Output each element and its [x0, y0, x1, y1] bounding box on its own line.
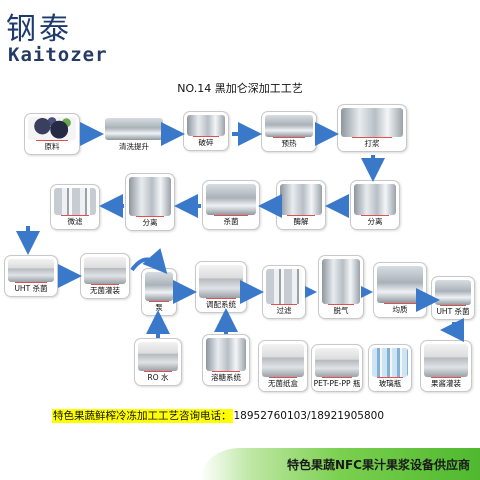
separator-image [354, 184, 396, 215]
node-label: 无菌纸盒 [268, 379, 298, 388]
node-aseptic-filling: 无菌灌装 [80, 253, 130, 299]
node-label: 分离 [142, 218, 158, 227]
node-label: UHT 杀菌 [436, 307, 470, 316]
supplier-banner-text: 特色果蔬NFC果汁果浆设备供应商 [286, 458, 470, 472]
node-label: 微滤 [67, 217, 83, 226]
node-label: 果酱灌装 [431, 379, 461, 388]
node-label: 泵 [155, 303, 163, 312]
node-aseptic-carton: 无菌纸盒 [258, 340, 308, 392]
glass-bottle-image [372, 348, 408, 377]
node-label: UHT 杀菌 [14, 284, 48, 293]
node-ro-water: RO 水 [134, 338, 182, 386]
pump-image [145, 272, 173, 301]
supplier-banner: 特色果蔬NFC果汁果浆设备供应商 [200, 448, 480, 480]
node-enzymolysis: 酶解 [276, 180, 326, 230]
node-label: 无菌灌装 [90, 286, 120, 295]
node-preheat: 预热 [261, 111, 317, 152]
homogenizer-image [377, 266, 423, 303]
node-glass-bottle: 玻璃瓶 [368, 344, 412, 392]
node-label: 过滤 [276, 306, 292, 315]
node-wash-lift: 清洗提升 [102, 118, 166, 154]
blending-image [199, 265, 243, 298]
arrow-uht2-to-fillers [440, 318, 464, 342]
node-label: 清洗提升 [119, 142, 149, 151]
hotline-phone: 18952760103/18921905800 [233, 410, 385, 422]
node-pet-pe-pp-bottle: PET-PE-PP 瓶 [311, 344, 363, 392]
node-label: 预热 [281, 139, 297, 148]
node-pump: 泵 [141, 268, 177, 316]
node-label: 杀菌 [223, 217, 239, 226]
aseptic-filler-image [84, 257, 126, 284]
pulper-image [341, 108, 403, 137]
node-filtration: 过滤 [262, 265, 306, 319]
node-label: RO 水 [147, 373, 169, 382]
node-label: 脱气 [333, 306, 349, 315]
node-blending-system: 调配系统 [195, 261, 247, 313]
node-crush: 破碎 [183, 111, 229, 151]
crusher-image [187, 115, 225, 136]
carton-filler-image [262, 344, 304, 377]
sugar-system-image [206, 338, 246, 371]
node-label: 玻璃瓶 [378, 379, 402, 388]
uht-image [435, 280, 471, 305]
node-pulping: 打浆 [337, 104, 407, 152]
consult-hotline: 特色果蔬鲜榨冷冻加工工艺咨询电话：18952760103/18921905800 [52, 408, 384, 423]
node-separation-2: 分离 [125, 173, 175, 231]
node-sugar-dissolving: 溶糖系统 [202, 334, 250, 386]
node-homogenization: 均质 [373, 262, 427, 318]
separator-image [129, 177, 171, 216]
node-label: 溶糖系统 [211, 373, 241, 382]
filter-image [266, 269, 302, 304]
node-label: 破碎 [198, 138, 214, 147]
node-label: 打浆 [364, 139, 380, 148]
preheater-image [265, 115, 313, 137]
node-jam-filling: 果酱灌装 [420, 340, 472, 392]
washer-image [105, 118, 163, 140]
brand-chinese-logo: 钢泰 [6, 12, 72, 47]
hotline-label: 特色果蔬鲜榨冷冻加工工艺咨询电话： [52, 409, 233, 423]
ro-water-image [138, 342, 178, 371]
node-separation-1: 分离 [350, 180, 400, 230]
microfilter-image [54, 188, 96, 215]
node-microfiltration: 微滤 [50, 184, 100, 230]
blackcurrant-image [28, 117, 76, 140]
deaerator-image [322, 259, 360, 304]
node-uht-sterilization-2: UHT 杀菌 [431, 276, 475, 320]
jam-filler-image [424, 344, 468, 377]
brand-english-logo: Kaitozer [8, 44, 108, 66]
enzyme-tank-image [280, 184, 322, 215]
uht-image [8, 259, 54, 282]
node-label: 原料 [44, 142, 60, 151]
node-deaeration: 脱气 [318, 255, 364, 319]
sterilizer-image [206, 184, 256, 215]
node-label: 均质 [392, 305, 408, 314]
node-label: 调配系统 [206, 300, 236, 309]
diagram-title: NO.14 黑加仑深加工工艺 [177, 82, 303, 95]
node-label: 酶解 [293, 217, 309, 226]
node-label: PET-PE-PP 瓶 [313, 379, 361, 388]
node-raw-material: 原料 [24, 113, 80, 155]
node-label: 分离 [367, 217, 383, 226]
bottle-filler-image [315, 348, 359, 377]
node-sterilization: 杀菌 [202, 180, 260, 230]
node-uht-sterilization-1: UHT 杀菌 [4, 255, 58, 297]
